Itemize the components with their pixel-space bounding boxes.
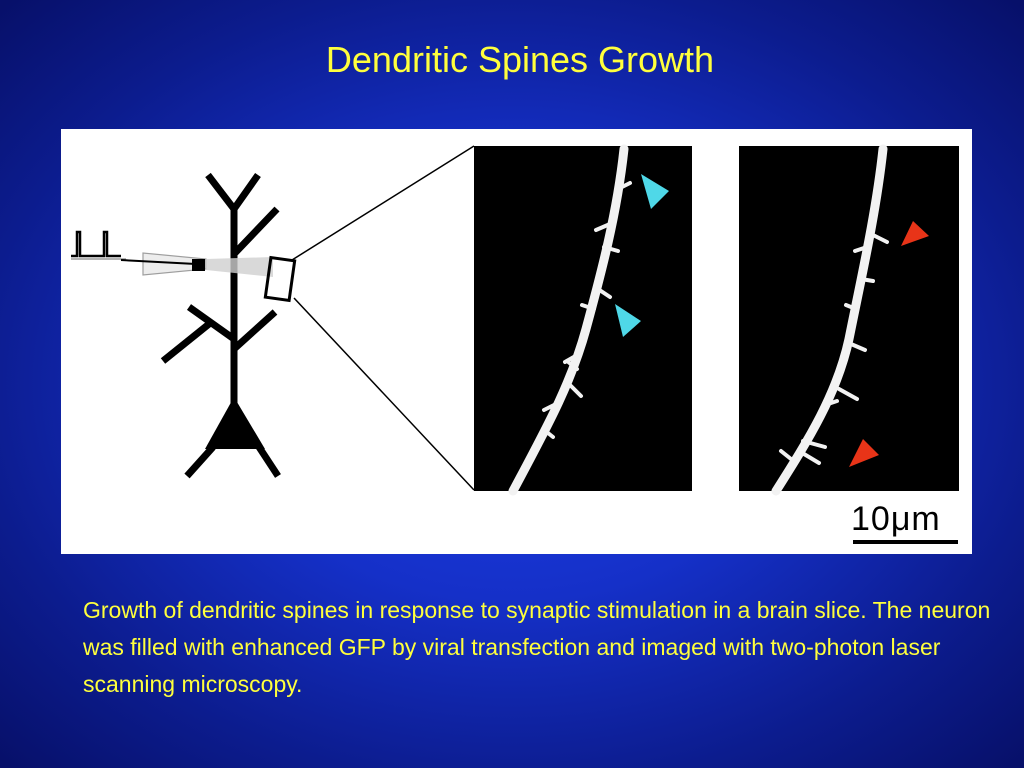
magnified-region-box [263, 255, 297, 303]
dendrite-spines-before [541, 181, 632, 439]
scale-bar [853, 540, 958, 544]
neuron-branch-left-lower [160, 321, 212, 364]
scale-bar-label: 10μm [851, 500, 941, 538]
neuron-schematic [160, 172, 281, 479]
neuron-branch-right [231, 206, 280, 257]
electrode-beam [206, 257, 273, 277]
stimulus-trace [71, 230, 121, 258]
arrow-after-bottom [849, 439, 879, 467]
micrograph-after [739, 144, 959, 496]
neuron-branch-top-left [205, 172, 237, 212]
zoom-line-bottom [293, 297, 475, 491]
neuron-branch-left-upper [186, 304, 237, 342]
arrow-before-bottom [615, 304, 641, 337]
neuron-basal-left [184, 444, 216, 479]
neuron-branch-mid-right [231, 309, 278, 352]
slide-title: Dendritic Spines Growth [325, 39, 715, 80]
dendrite-spines-after [779, 232, 889, 465]
arrow-before-top [641, 174, 669, 209]
arrow-after-top [901, 221, 929, 246]
electrode-wire [120, 259, 197, 265]
figure-panel: 10μm [61, 129, 972, 554]
neuron-branch-top-right [231, 172, 261, 212]
dendrite-after [771, 144, 888, 496]
neuron-basal-right [256, 445, 281, 478]
dendrite-before [508, 144, 629, 496]
figure-caption: Growth of dendritic spines in response t… [83, 597, 991, 697]
zoom-line-top [291, 145, 475, 261]
neuron-soma [205, 397, 265, 449]
electrode-tip [192, 259, 205, 271]
micrograph-before [474, 144, 692, 496]
figure-diagram [71, 144, 959, 496]
